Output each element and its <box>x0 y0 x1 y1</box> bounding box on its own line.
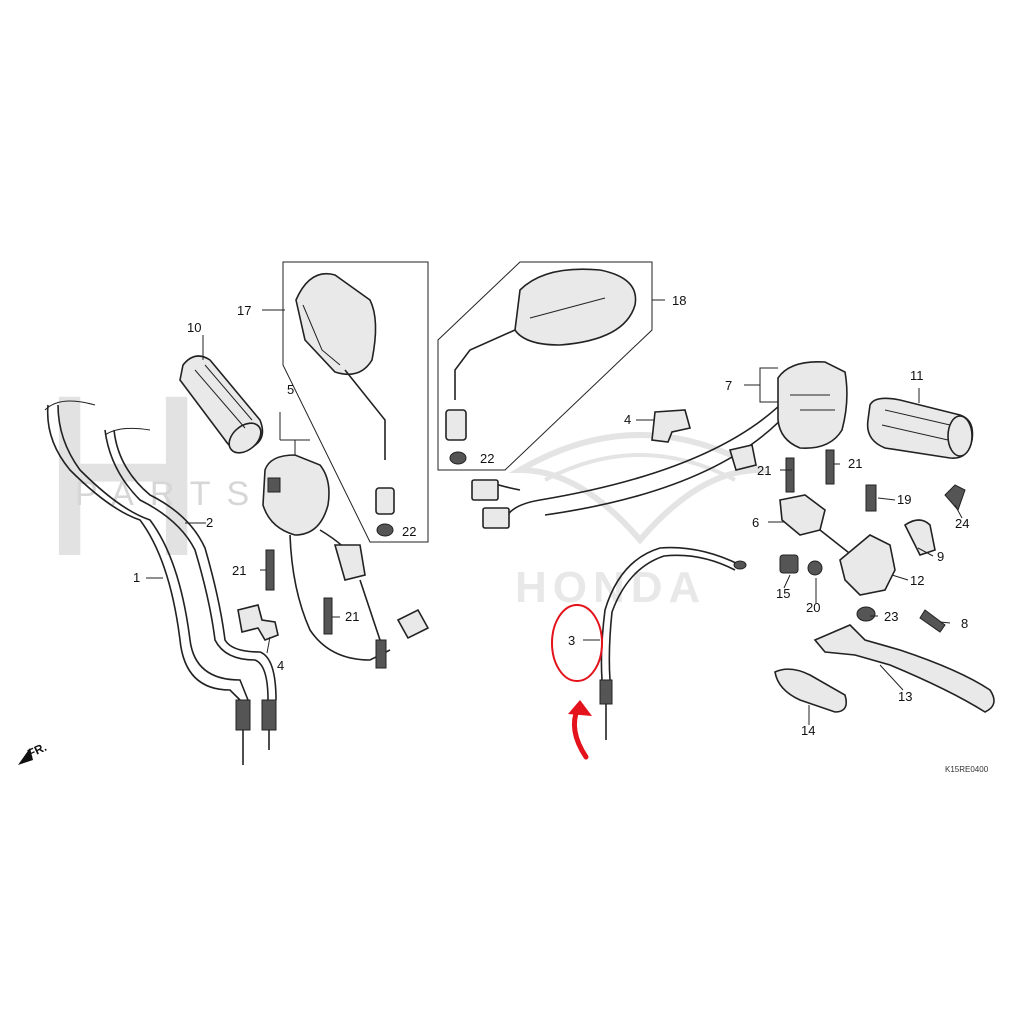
label-part-24: 24 <box>955 516 969 531</box>
label-part-22-right: 22 <box>480 451 494 466</box>
diagram-code: K15RE0400 <box>945 765 989 774</box>
leader-lines <box>146 299 963 725</box>
label-part-8: 8 <box>961 616 968 631</box>
right-switch-harness <box>471 394 791 529</box>
label-part-5: 5 <box>287 382 294 397</box>
left-mirror-assembly <box>282 261 429 543</box>
label-part-4-left: 4 <box>277 658 284 673</box>
label-part-4-right: 4 <box>624 412 631 427</box>
label-part-21-left-b: 21 <box>345 609 359 624</box>
clamp-right <box>651 409 691 443</box>
label-part-10: 10 <box>187 320 201 335</box>
label-part-21-right-a: 21 <box>757 463 771 478</box>
front-direction-marker: FR. <box>18 740 49 765</box>
label-part-3: 3 <box>568 633 575 648</box>
front-marker-text: FR. <box>25 740 48 761</box>
right-mirror-assembly <box>437 261 653 471</box>
watermark-text: PARTS <box>75 475 265 513</box>
label-part-11: 11 <box>910 368 924 383</box>
label-part-21-right-b: 21 <box>848 456 862 471</box>
brake-lever <box>813 624 995 713</box>
clamp-left <box>237 604 279 641</box>
label-part-15: 15 <box>776 586 790 601</box>
label-part-17: 17 <box>237 303 251 318</box>
label-part-22-left: 22 <box>402 524 416 539</box>
throttle-cables-left <box>44 400 277 765</box>
screws <box>265 449 835 635</box>
label-part-18: 18 <box>672 293 686 308</box>
lever-cover <box>774 668 848 713</box>
watermark-monogram: H <box>40 347 206 604</box>
label-part-6: 6 <box>752 515 759 530</box>
right-switch-housing <box>777 361 848 449</box>
right-grip <box>866 397 974 459</box>
highlight-arrowhead <box>568 700 592 716</box>
part-labels: 17 18 10 5 2 1 21 21 4 22 22 4 7 11 21 2… <box>133 293 969 738</box>
label-part-9: 9 <box>937 549 944 564</box>
label-part-7: 7 <box>725 378 732 393</box>
label-part-13: 13 <box>898 689 912 704</box>
label-part-19: 19 <box>897 492 911 507</box>
left-grip <box>179 355 264 454</box>
label-part-12: 12 <box>910 573 924 588</box>
label-part-14: 14 <box>801 723 815 738</box>
parts-watermark: H PARTS <box>40 347 265 604</box>
label-part-1: 1 <box>133 570 140 585</box>
highlight-circle <box>551 604 603 682</box>
label-part-21-left-a: 21 <box>232 563 246 578</box>
label-part-2: 2 <box>206 515 213 530</box>
lever-bracket-parts <box>779 484 966 633</box>
label-part-20: 20 <box>806 600 820 615</box>
left-switch-housing <box>262 454 430 669</box>
label-part-23: 23 <box>884 609 898 624</box>
honda-watermark-text: HONDA <box>515 563 706 612</box>
highlight-annotation <box>551 604 603 760</box>
